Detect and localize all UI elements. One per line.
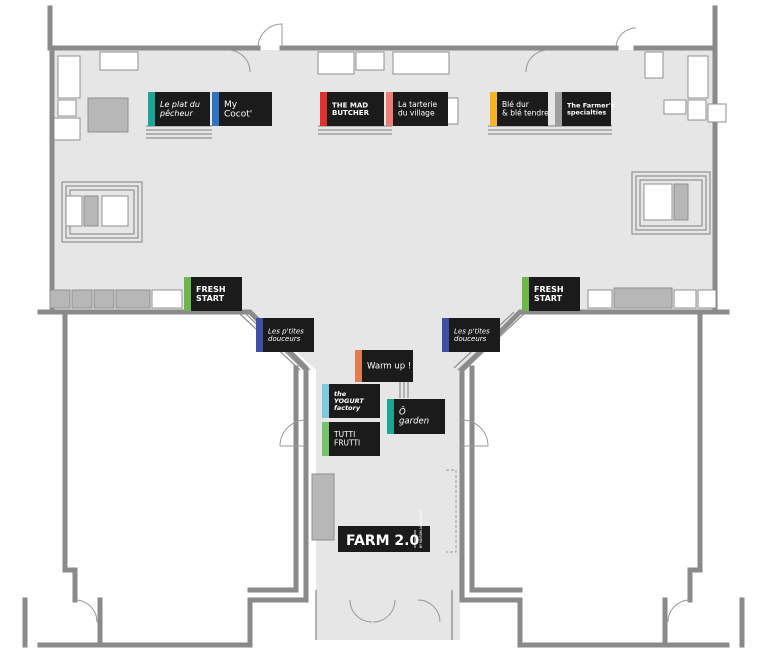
stand-sign-board	[355, 350, 413, 382]
stand-sign-board	[387, 399, 445, 434]
stand-label-line2: YOGURT	[334, 397, 364, 405]
stand-sign-board	[256, 318, 314, 352]
stand-accent-bar	[322, 422, 329, 456]
stand-label-line3: factory	[334, 404, 361, 412]
stand-label-line2: Cocot'	[224, 110, 252, 120]
stand-label-line2: START	[196, 294, 225, 303]
stand-accent-bar	[555, 92, 562, 126]
stand-sign-board	[386, 92, 448, 126]
stand-ble-dur-ble-tendre: Blé dur& blé tendre	[490, 92, 549, 126]
stand-sign-board	[320, 92, 384, 126]
stand-sign-board	[184, 277, 242, 311]
stand-accent-bar	[212, 92, 219, 126]
stand-label-line2: douceurs	[268, 335, 301, 343]
stand-label-line1: Ô	[399, 405, 406, 417]
stand-label-line2: START	[534, 294, 563, 303]
stand-accent-bar	[355, 350, 362, 382]
stand-label-line1: The Farmer's	[567, 101, 615, 109]
stand-label-line2: specialties	[567, 109, 606, 117]
walls	[22, 5, 745, 648]
stand-label-line1: Le plat du	[160, 100, 200, 109]
stand-accent-bar	[184, 277, 191, 311]
stand-sign-board	[322, 384, 380, 418]
stand-accent-bar	[387, 399, 394, 434]
stand-accent-bar	[522, 277, 529, 311]
stand-sign-board	[442, 318, 500, 352]
stand-accent-bar	[148, 92, 155, 126]
seating-island-right	[631, 171, 711, 235]
top-fixtures	[53, 51, 727, 141]
stand-label-line2: pêcheur	[159, 108, 193, 118]
stand-label-line2: FRUTTI	[334, 438, 360, 447]
stand-label-line1: Blé dur	[502, 100, 530, 109]
wall-benches	[49, 287, 717, 541]
stand-warm-up: Warm up !	[355, 350, 413, 382]
stand-label-line2: du village	[398, 108, 435, 117]
stand-label-line1: TUTTI	[333, 430, 355, 439]
stand-accent-bar	[256, 318, 263, 352]
stand-label-line1: Les p'tites	[268, 327, 304, 335]
stand-sign-board	[322, 422, 380, 456]
stand-label-line1: FRESH	[196, 285, 226, 294]
hall-floor	[52, 50, 715, 640]
brand-name: FARM 2.0	[346, 533, 419, 549]
stand-accent-bar	[386, 92, 393, 126]
stand-label-line1: the	[334, 390, 347, 398]
stand-label-line1: La tarterie	[398, 100, 438, 109]
brand-tag: BY MAISON ALEXANDRE	[419, 510, 423, 548]
seating-island-left	[61, 181, 143, 243]
stand-label-line2: douceurs	[454, 335, 487, 343]
stand-accent-bar	[442, 318, 449, 352]
stand-sign-board	[522, 277, 580, 311]
stand-accent-bar	[322, 384, 329, 418]
stand-label-line1: FRESH	[534, 285, 564, 294]
stand-label-line1: Les p'tites	[454, 327, 490, 335]
stand-sign-board	[490, 92, 548, 126]
stand-sign-board	[212, 92, 272, 126]
stand-accent-bar	[490, 92, 497, 126]
stand-label-line1: My	[224, 100, 238, 110]
stand-accent-bar	[320, 92, 327, 126]
stand-label-line1: THE MAD	[332, 101, 368, 109]
stand-label-line2: & blé tendre	[502, 108, 549, 117]
stand-label-line2: BUTCHER	[332, 109, 370, 117]
doors	[74, 23, 691, 623]
stand-sign-board	[148, 92, 210, 126]
farm-brand-sign: FARM 2.0 BY MAISON ALEXANDRE	[338, 510, 430, 552]
stand-label-line1: Warm up !	[367, 362, 411, 372]
stand-label-line2: garden	[399, 417, 429, 427]
stand-sign-board	[555, 92, 611, 126]
